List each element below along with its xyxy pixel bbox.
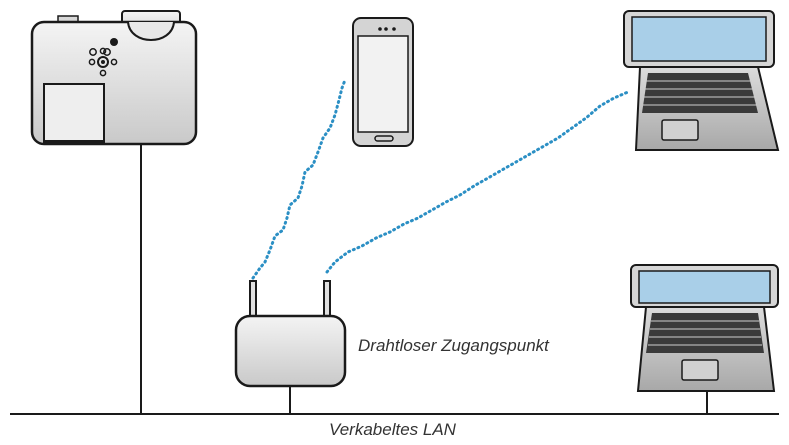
wireless-links (251, 78, 630, 280)
laptop-wireless-icon (623, 10, 780, 151)
wired-lan-label: Verkabeltes LAN (329, 420, 456, 439)
wired-lan (10, 144, 779, 415)
projector-icon (30, 10, 198, 146)
laptop-wired-icon (630, 264, 779, 392)
access-point-label: Drahtloser Zugangspunkt (358, 336, 549, 355)
smartphone-icon (352, 17, 414, 147)
access-point-icon (234, 280, 347, 388)
wireless-link-phone (251, 78, 347, 280)
wireless-link-laptop (325, 90, 630, 274)
